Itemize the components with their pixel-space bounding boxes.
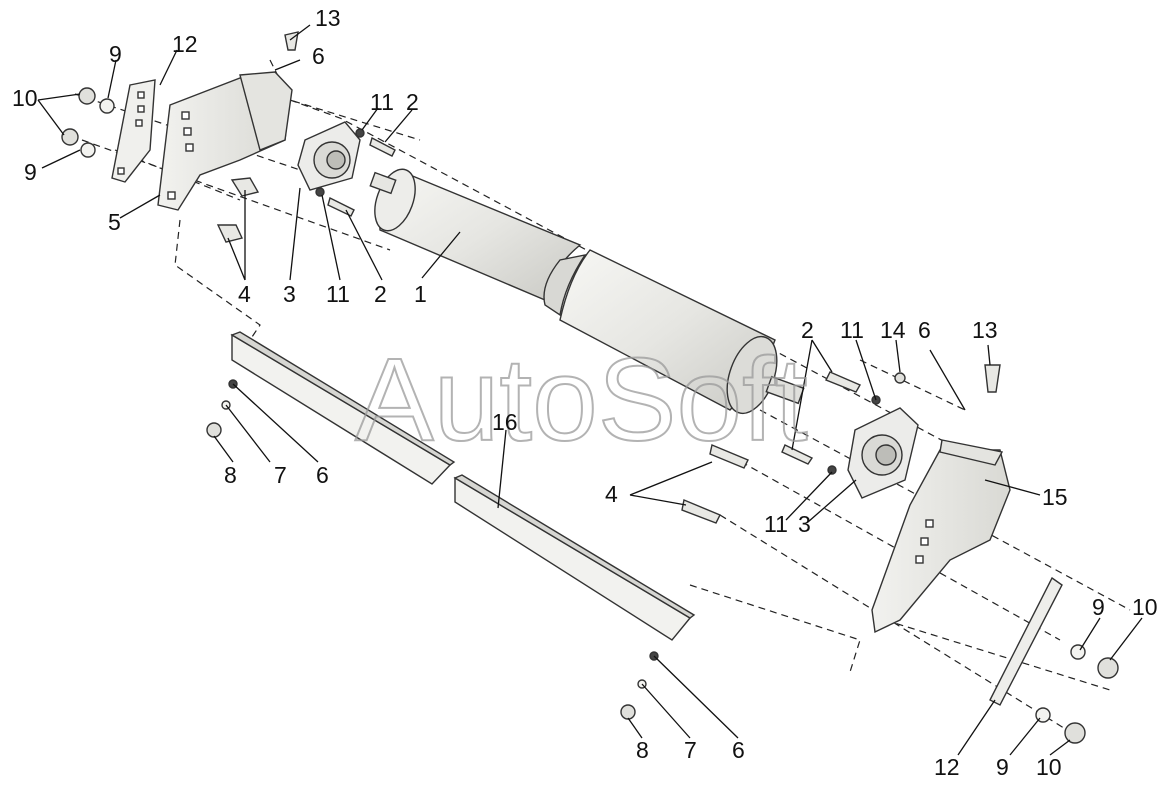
callout-11-right-upper: 11 <box>840 317 864 343</box>
callout-8-upper: 8 <box>224 462 237 488</box>
callout-9-left-upper: 9 <box>109 41 122 67</box>
callout-2-right: 2 <box>801 317 814 343</box>
callout-4-left: 4 <box>238 281 251 307</box>
callout-6-top: 6 <box>312 43 325 69</box>
callout-6-right: 6 <box>918 317 931 343</box>
left-bracket <box>157 71 293 211</box>
callout-6-upper: 6 <box>316 462 329 488</box>
callout-3-left: 3 <box>283 281 296 307</box>
right-fasteners <box>681 364 1119 744</box>
callout-11-left-lower: 11 <box>326 281 350 307</box>
roller-cylinder <box>369 168 805 415</box>
callout-9-right-lower: 9 <box>996 754 1009 780</box>
callout-2-left-upper: 2 <box>406 89 419 115</box>
callout-6-lower: 6 <box>732 737 745 763</box>
callout-10-left: 10 <box>12 85 38 111</box>
left-plate <box>111 79 156 183</box>
callout-3-right: 3 <box>798 511 811 537</box>
callout-10-right-lower: 10 <box>1036 754 1062 780</box>
callout-15-right: 15 <box>1042 484 1068 510</box>
left-fasteners <box>61 31 396 243</box>
callout-16-bar: 16 <box>492 409 518 435</box>
callout-9-right-upper: 9 <box>1092 594 1105 620</box>
lower-angle-bar <box>453 474 696 641</box>
autosoft-watermark: AutoSoft <box>355 334 808 466</box>
callout-11-left-upper: 11 <box>370 89 394 115</box>
left-bearing-housing <box>297 121 361 191</box>
callout-5-left: 5 <box>108 209 121 235</box>
callout-10-right-upper: 10 <box>1132 594 1158 620</box>
callout-labels: 13 6 12 9 10 9 5 4 3 11 2 11 2 1 2 11 14… <box>12 5 1158 780</box>
callout-12-right: 12 <box>934 754 960 780</box>
callout-7-lower: 7 <box>684 737 697 763</box>
right-bearing-housing <box>847 407 919 499</box>
callout-1-roller: 1 <box>414 281 427 307</box>
callout-7-upper: 7 <box>274 462 287 488</box>
callout-8-lower: 8 <box>636 737 649 763</box>
callout-2-left-lower: 2 <box>374 281 387 307</box>
callout-14-right: 14 <box>880 317 906 343</box>
callout-12-left: 12 <box>172 31 198 57</box>
callout-4-right: 4 <box>605 481 618 507</box>
callout-11-right-lower: 11 <box>764 511 788 537</box>
callout-9-left-lower: 9 <box>24 159 37 185</box>
right-plate <box>989 576 1063 706</box>
right-bracket <box>871 439 1011 634</box>
callout-13-top: 13 <box>315 5 341 31</box>
upper-angle-bar <box>230 331 456 485</box>
callout-13-right: 13 <box>972 317 998 343</box>
leader-lines <box>37 24 1143 756</box>
